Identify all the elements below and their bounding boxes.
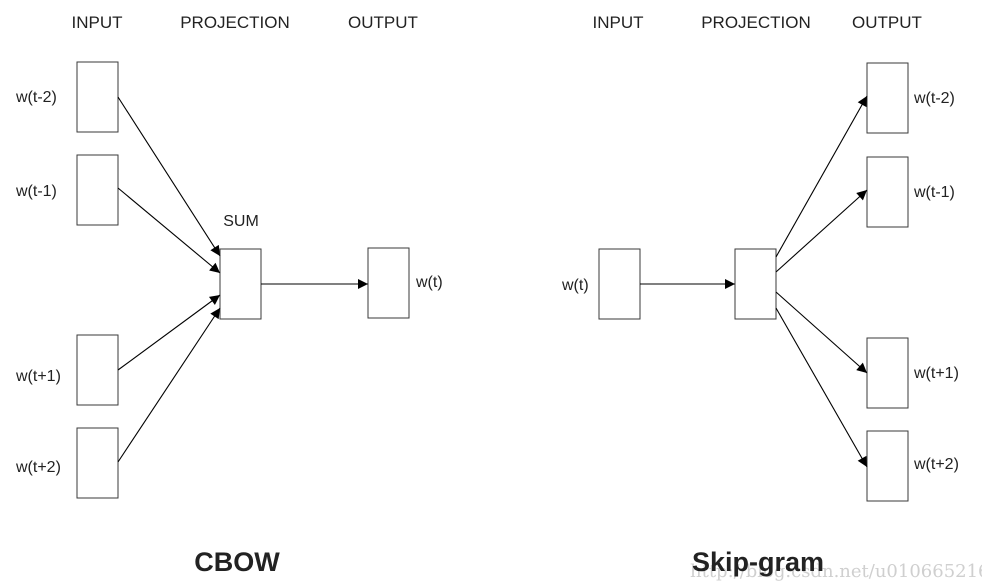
cbow-projection-header: PROJECTION (180, 13, 290, 32)
cbow-title: CBOW (194, 547, 280, 577)
cbow-input-arrow (117, 187, 221, 274)
skipgram-output-arrow (775, 291, 868, 374)
skipgram-input-label: w(t) (561, 277, 589, 294)
cbow-input-label: w(t-2) (15, 89, 57, 106)
skipgram-output-label: w(t-2) (913, 90, 955, 107)
skipgram-projection-header: PROJECTION (701, 13, 811, 32)
skipgram-output-arrow (775, 95, 868, 258)
cbow-output-header: OUTPUT (348, 13, 418, 32)
skipgram-output-box (866, 156, 909, 228)
cbow-model: INPUT PROJECTION OUTPUT w(t-2) w(t-1) w(… (15, 13, 443, 577)
cbow-input-header: INPUT (72, 13, 123, 32)
cbow-input-arrow (117, 307, 221, 463)
skipgram-title: Skip-gram (692, 547, 824, 577)
cbow-projection-box (219, 248, 262, 320)
skipgram-input-box (598, 248, 641, 320)
cbow-input-arrow (117, 96, 221, 257)
skipgram-output-arrow (775, 307, 868, 468)
skipgram-output-label: w(t+2) (913, 456, 959, 473)
cbow-input-label: w(t+1) (15, 368, 61, 385)
skipgram-output-header: OUTPUT (852, 13, 922, 32)
cbow-input-label: w(t+2) (15, 459, 61, 476)
skipgram-output-box (866, 62, 909, 134)
cbow-input-box (76, 154, 119, 226)
cbow-input-box (76, 61, 119, 133)
watermark: http://blog.csdn.net/u010665216 (690, 561, 982, 582)
cbow-input-arrow (117, 294, 221, 371)
skipgram-output-box (866, 337, 909, 409)
skipgram-output-box (866, 430, 909, 502)
cbow-sum-label: SUM (223, 213, 259, 230)
skipgram-projection-box (734, 248, 777, 320)
skipgram-output-arrow (775, 189, 868, 273)
cbow-input-box (76, 334, 119, 406)
cbow-output-box (367, 247, 410, 319)
skipgram-model: INPUT PROJECTION OUTPUT w(t) w(t-2) w(t-… (561, 13, 959, 577)
cbow-input-label: w(t-1) (15, 183, 57, 200)
cbow-output-label: w(t) (415, 274, 443, 291)
skipgram-output-label: w(t-1) (913, 184, 955, 201)
cbow-input-box (76, 427, 119, 499)
skipgram-output-label: w(t+1) (913, 365, 959, 382)
skipgram-input-header: INPUT (593, 13, 644, 32)
